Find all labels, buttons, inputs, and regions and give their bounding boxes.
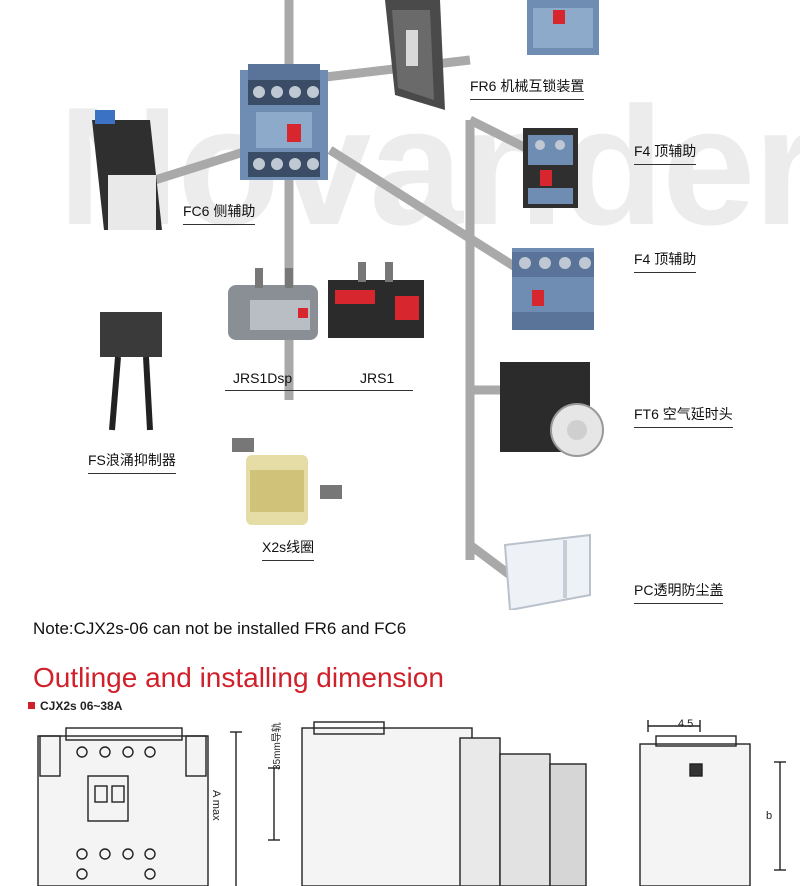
label-ft6: FT6 空气延时头 [634, 404, 733, 428]
bottom-view-drawing [639, 720, 786, 886]
label-fs: FS浪涌抑制器 [88, 450, 176, 474]
dim-b: b [766, 810, 773, 822]
label-f4-b: F4 顶辅助 [634, 249, 697, 273]
jrs1-relay [328, 262, 424, 338]
label-f4-a: F4 顶辅助 [634, 141, 697, 165]
model-range: CJX2s 06~38A [40, 699, 123, 713]
label-fc6: FC6 侧辅助 [183, 201, 256, 225]
installation-note: Note:CJX2s-06 can not be installed FR6 a… [33, 619, 407, 638]
label-jrs1: JRS1 [360, 370, 395, 386]
side-view-drawing [268, 721, 587, 886]
f4-top-auxiliary-2 [512, 248, 594, 330]
ft6-air-timer [500, 362, 604, 457]
front-view-drawing [37, 727, 242, 886]
jrs1dsp-relay [228, 268, 318, 340]
jrs-underline [225, 390, 413, 391]
dim-a-max: A max [210, 790, 222, 821]
x2s-coil [232, 438, 342, 525]
label-jrs1dsp: JRS1Dsp [233, 370, 293, 386]
label-pc: PC透明防尘盖 [634, 580, 724, 604]
label-fr6: FR6 机械互锁装置 [470, 76, 585, 100]
accessory-diagram [92, 0, 604, 610]
section-title: Outlinge and installing dimension [33, 662, 444, 693]
red-square-icon [28, 702, 35, 709]
fs-surge-suppressor [100, 312, 162, 431]
label-x2s: X2s线圈 [262, 537, 315, 561]
dimension-drawings [37, 720, 786, 886]
main-contactor [240, 64, 328, 180]
fr6-interlock [385, 0, 445, 110]
f4-top-auxiliary-1 [523, 128, 578, 208]
contactor-top-right [527, 0, 599, 55]
dim-35mm: 35mm导轨 [272, 722, 283, 770]
pc-dust-cover [503, 533, 591, 610]
model-subheading: CJX2s 06~38A [28, 699, 122, 713]
dim-4-5: 4.5 [678, 718, 694, 730]
fc6-side-auxiliary [92, 110, 162, 230]
